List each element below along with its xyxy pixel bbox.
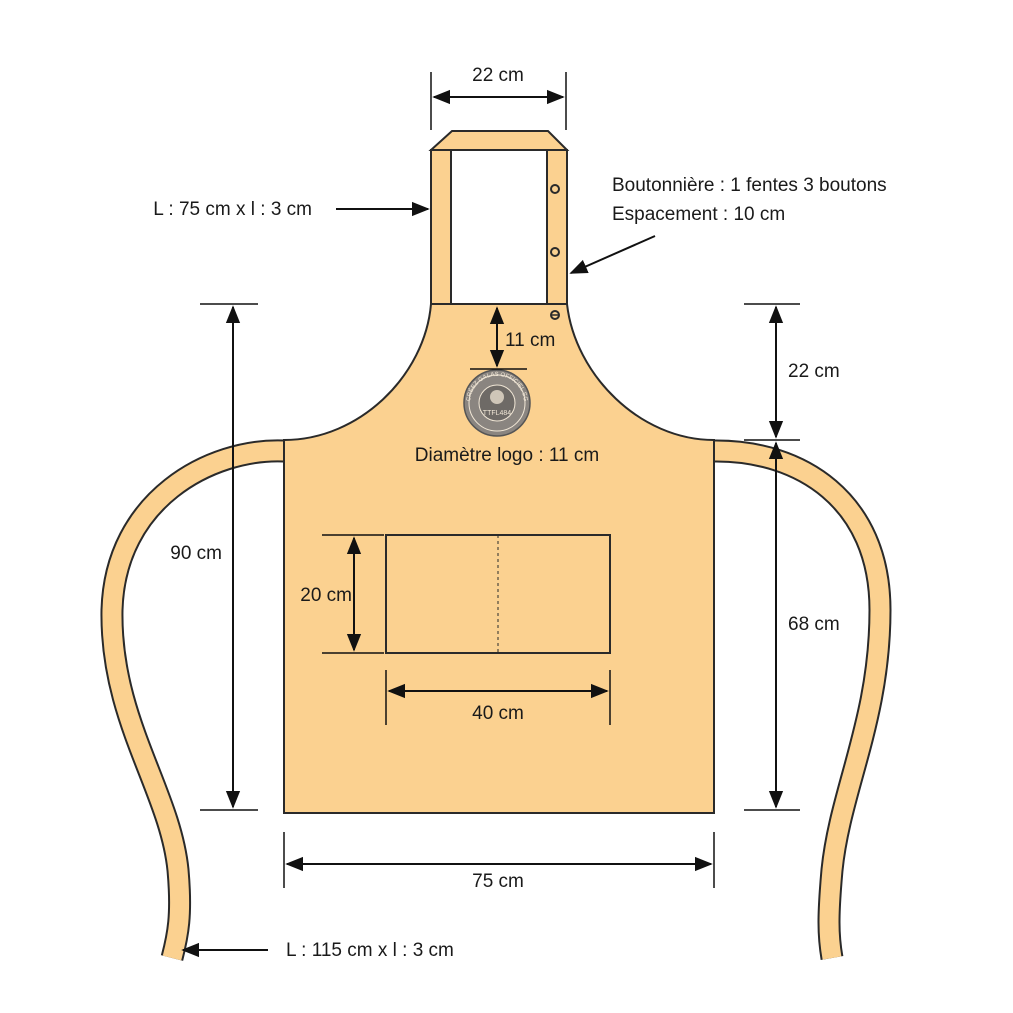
arrow-icon bbox=[569, 235, 656, 274]
pocket-width-label: 40 cm bbox=[472, 703, 524, 724]
pocket bbox=[385, 534, 611, 654]
logo-icon: TTFL484 CRÉEZ GALAS OFFICIEL SG bbox=[463, 369, 531, 437]
buttonhole-label: Boutonnière : 1 fentes 3 boutons bbox=[612, 175, 887, 196]
logo-diameter-label: Diamètre logo : 11 cm bbox=[415, 445, 599, 466]
neck-strap-label: L : 75 cm x l : 3 cm bbox=[153, 199, 312, 220]
total-height-label: 90 cm bbox=[170, 543, 222, 564]
pocket-height-label: 20 cm bbox=[300, 585, 352, 606]
neck-strap bbox=[428, 130, 570, 306]
spacing-label: Espacement : 10 cm bbox=[612, 204, 785, 225]
logo-offset-label: 11 cm bbox=[505, 330, 555, 351]
waist-ties-label: L : 115 cm x l : 3 cm bbox=[286, 940, 454, 961]
button-icon bbox=[550, 184, 560, 194]
button-icon bbox=[550, 310, 560, 320]
logo-center-text: TTFL484 bbox=[483, 410, 512, 417]
button-icon bbox=[550, 247, 560, 257]
body-height-label: 68 cm bbox=[788, 614, 840, 635]
apron-width-label: 75 cm bbox=[472, 871, 524, 892]
neck-width-label: 22 cm bbox=[472, 65, 524, 86]
bib-height-label: 22 cm bbox=[788, 361, 840, 382]
